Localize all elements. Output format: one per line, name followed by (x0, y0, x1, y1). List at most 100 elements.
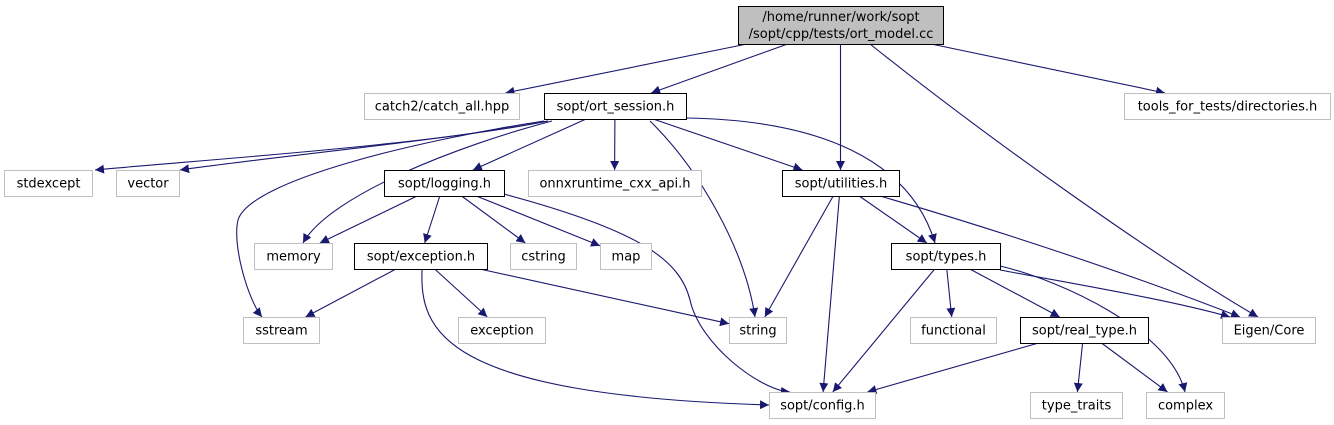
edge-types-to-complex (999, 265, 1188, 393)
node-label: sopt/exception.h (367, 250, 475, 265)
edge-utilities-to-string (764, 195, 834, 318)
node-label: string (739, 324, 776, 339)
edge-ort_session-to-string (649, 120, 759, 318)
node-label: sopt/config.h (780, 399, 865, 414)
node-label: type_traits (1042, 399, 1112, 414)
edge-ort_session-to-vector (179, 120, 549, 174)
node-types[interactable]: sopt/types.h (891, 243, 1001, 270)
edge-ort_session-to-sstream (236, 120, 545, 318)
node-complex: complex (1146, 392, 1225, 419)
node-sstream: sstream (243, 317, 320, 344)
node-box (782, 170, 900, 197)
node-utilities[interactable]: sopt/utilities.h (782, 170, 900, 197)
node-label: map (612, 250, 641, 265)
node-box (384, 170, 505, 197)
node-label: complex (1158, 399, 1213, 414)
node-label: onnxruntime_cxx_api.h (539, 177, 690, 192)
edge-root-to-ort_session (651, 43, 788, 95)
edge-logging-to-memory (319, 195, 418, 244)
node-label: sopt/ort_session.h (557, 100, 675, 115)
node-box (769, 392, 876, 419)
edge-logging-to-config (499, 192, 791, 396)
edge-utilities-to-config (819, 195, 840, 393)
edge-exception_h-to-sstream (305, 268, 397, 318)
node-label: functional (921, 324, 986, 339)
node-type-traits: type_traits (1030, 392, 1123, 419)
node-label: catch2/catch_all.hpp (375, 100, 509, 115)
edge-real_type-to-type_traits (1073, 342, 1084, 393)
node-cstring: cstring (510, 243, 577, 270)
node-string: string (729, 317, 787, 344)
node-real-type[interactable]: sopt/real_type.h (1020, 317, 1149, 344)
node-tools: tools_for_tests/directories.h (1124, 93, 1331, 120)
node-box (910, 317, 997, 344)
edge-exception_h-to-exception (434, 268, 488, 318)
node-functional: functional (910, 317, 997, 344)
node-box (1146, 392, 1225, 419)
edge-ort_session-to-logging (472, 118, 587, 171)
node-label: memory (266, 250, 321, 265)
node-label: sopt/utilities.h (795, 177, 887, 192)
edges-layer (94, 43, 1259, 410)
edge-logging-to-cstring (461, 195, 526, 244)
node-memory: memory (254, 243, 333, 270)
node-label: Eigen/Core (1234, 324, 1305, 339)
node-stdexcept: stdexcept (4, 170, 93, 197)
edge-types-to-real_type (969, 268, 1060, 318)
node-box (354, 243, 488, 270)
edge-logging-to-exception_h (423, 195, 441, 244)
node-label: stdexcept (17, 177, 81, 192)
node-box (1124, 93, 1331, 120)
node-box (243, 317, 320, 344)
node-logging[interactable]: sopt/logging.h (384, 170, 505, 197)
node-vector: vector (116, 170, 180, 197)
node-exception: exception (458, 317, 546, 344)
node-box (738, 6, 944, 45)
node-root[interactable]: /home/runner/work/sopt/sopt/cpp/tests/or… (738, 6, 944, 45)
node-map: map (600, 243, 652, 270)
edge-utilities-to-types (858, 195, 928, 244)
edge-types-to-config (832, 268, 936, 393)
node-catch2: catch2/catch_all.hpp (364, 93, 520, 120)
edge-exception_h-to-string (479, 268, 730, 327)
edge-root-to-catch2 (505, 43, 748, 96)
edge-types-to-functional (946, 268, 956, 318)
node-box (600, 243, 652, 270)
node-label: /home/runner/work/sopt (762, 10, 919, 25)
node-ort-session[interactable]: sopt/ort_session.h (544, 93, 687, 120)
node-box (254, 243, 333, 270)
node-label: /sopt/cpp/tests/ort_model.cc (749, 27, 934, 42)
node-box (528, 170, 702, 197)
node-label: sopt/real_type.h (1032, 324, 1137, 339)
edge-ort_session-to-utilities (652, 118, 803, 172)
edge-root-to-tools (931, 43, 1166, 96)
node-label: sopt/types.h (906, 250, 987, 265)
node-box (510, 243, 577, 270)
edge-root-to-eigen (869, 43, 1259, 318)
edge-types-to-eigen (999, 269, 1231, 319)
node-exception-h[interactable]: sopt/exception.h (354, 243, 488, 270)
edge-real_type-to-config (867, 342, 1039, 394)
node-box (891, 243, 1001, 270)
node-box (364, 93, 520, 120)
node-box (458, 317, 546, 344)
node-box (4, 170, 93, 197)
edge-ort_session-to-types (685, 117, 937, 244)
node-box (729, 317, 787, 344)
node-label: vector (127, 177, 169, 192)
node-eigen: Eigen/Core (1222, 317, 1316, 344)
node-onnx: onnxruntime_cxx_api.h (528, 170, 702, 197)
node-box (1020, 317, 1149, 344)
node-label: sopt/logging.h (398, 177, 491, 192)
edge-exception_h-to-config (421, 269, 770, 410)
node-box (1030, 392, 1123, 419)
edge-ort_session-to-stdexcept (94, 120, 549, 174)
node-label: cstring (521, 250, 565, 265)
node-label: exception (470, 324, 534, 339)
edge-real_type-to-complex (1101, 342, 1168, 393)
edge-logging-to-map (476, 195, 601, 247)
node-config: sopt/config.h (769, 392, 876, 419)
node-box (544, 93, 687, 120)
node-label: sstream (255, 324, 307, 339)
